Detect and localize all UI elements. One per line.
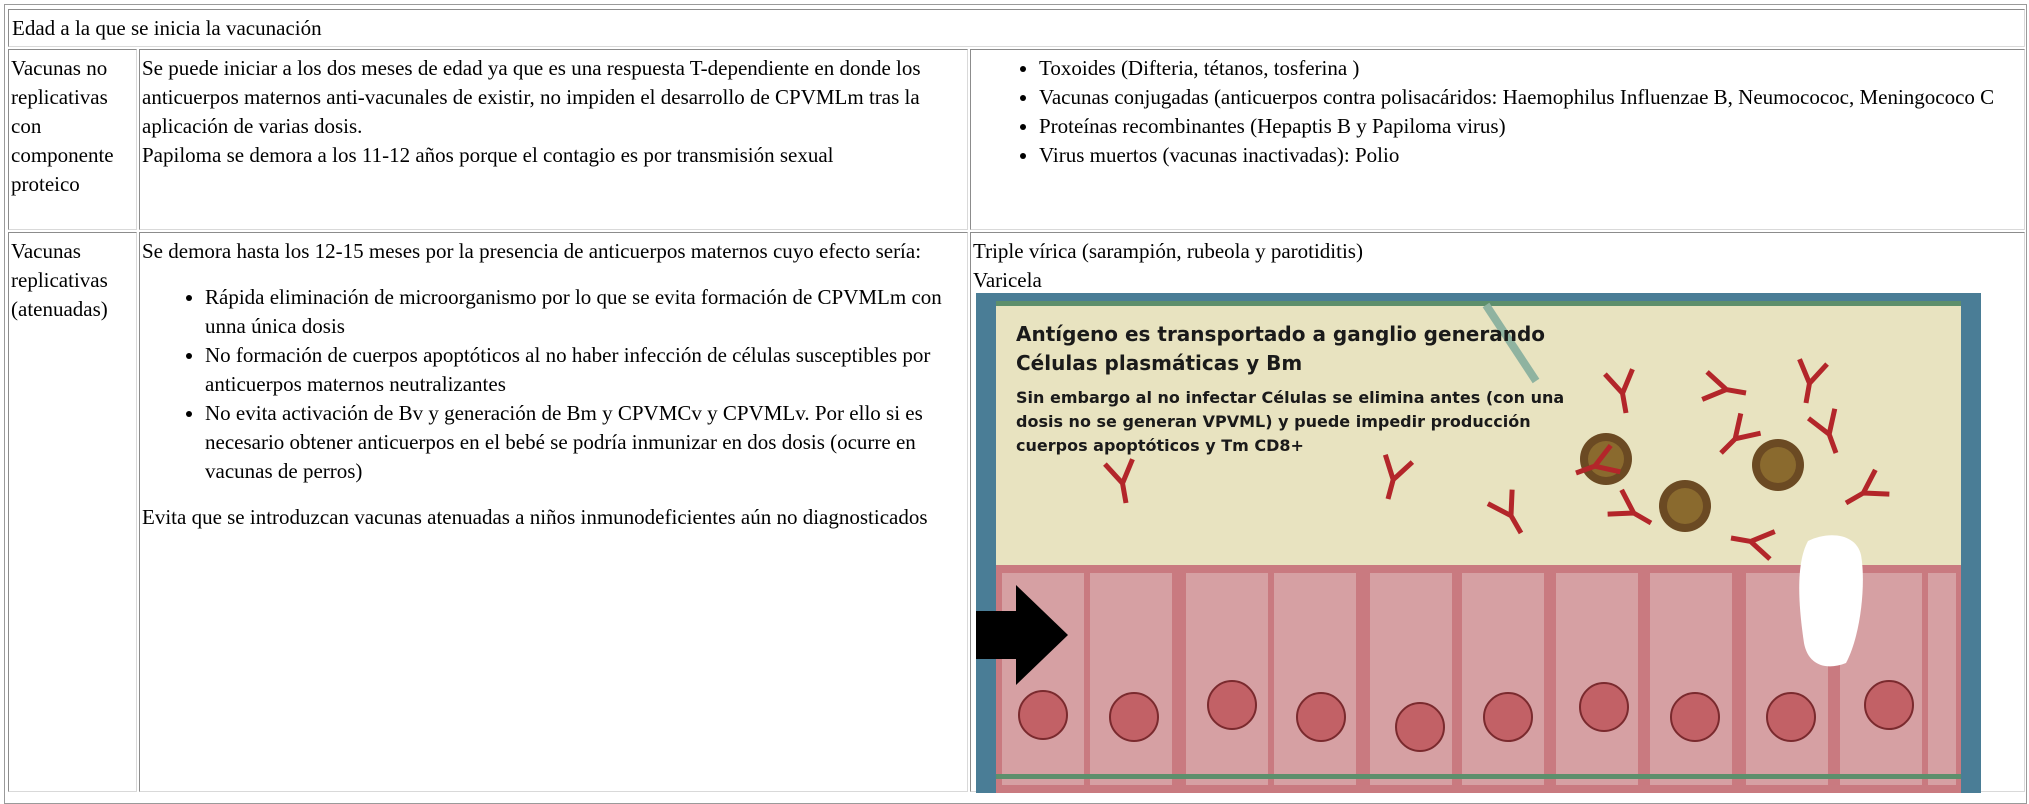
list-item: Toxoides (Difteria, tétanos, tosferina ) — [1039, 54, 2022, 83]
list-item: Vacunas conjugadas (anticuerpos contra p… — [1039, 83, 2022, 112]
illustration-heading: Antígeno es transportado a ganglio gener… — [1016, 320, 1545, 378]
list-item: No evita activación de Bv y generación d… — [205, 399, 965, 486]
row-description: Se puede iniciar a los dos meses de edad… — [139, 49, 968, 230]
illustration-background — [996, 305, 1961, 565]
illustration-heading-line: Células plasmáticas y Bm — [1016, 351, 1303, 375]
illustration-graphic — [976, 293, 1981, 793]
row-category: Vacunas replicativas (atenuadas) — [8, 232, 137, 792]
illustration-heading-line: Antígeno es transportado a ganglio gener… — [1016, 322, 1546, 346]
membrane-top — [996, 301, 1961, 306]
white-spot — [1799, 535, 1863, 667]
illustration-body: Sin embargo al no infectar Células se el… — [1016, 388, 1565, 455]
cell-nuclei — [1018, 680, 1914, 752]
row-category: Vacunas no replicativas con componente p… — [8, 49, 137, 230]
description-paragraph: Papiloma se demora a los 11-12 años porq… — [142, 143, 834, 167]
list-item: Proteínas recombinantes (Hepaptis B y Pa… — [1039, 112, 2022, 141]
vaccine-illustration: Antígeno es transportado a ganglio gener… — [976, 293, 1981, 793]
effects-list: Rápida eliminación de microorganismo por… — [142, 283, 965, 486]
list-item: No formación de cuerpos apoptóticos al n… — [205, 341, 965, 399]
virus-particles — [1580, 433, 1804, 532]
list-item: Virus muertos (vacunas inactivadas): Pol… — [1039, 141, 2022, 170]
list-item: Rápida eliminación de microorganismo por… — [205, 283, 965, 341]
description-paragraph: Se demora hasta los 12-15 meses por la p… — [142, 239, 922, 263]
membrane-bottom — [996, 774, 1961, 779]
description-paragraph: Se puede iniciar a los dos meses de edad… — [142, 56, 921, 138]
table-title: Edad a la que se inicia la vacunación — [8, 9, 2025, 47]
arrow-right-icon — [976, 585, 1068, 685]
row-examples: Toxoides (Difteria, tétanos, tosferina )… — [970, 49, 2025, 230]
example-line: Varicela — [973, 268, 1042, 292]
needle-icon — [1482, 302, 1540, 384]
example-line: Triple vírica (sarampión, rubeola y paro… — [973, 239, 1363, 263]
note-paragraph: Evita que se introduzcan vacunas atenuad… — [142, 505, 928, 529]
examples-list: Toxoides (Difteria, tétanos, tosferina )… — [973, 54, 2022, 170]
row-description: Se demora hasta los 12-15 meses por la p… — [139, 232, 968, 792]
antibodies — [1103, 358, 1890, 561]
